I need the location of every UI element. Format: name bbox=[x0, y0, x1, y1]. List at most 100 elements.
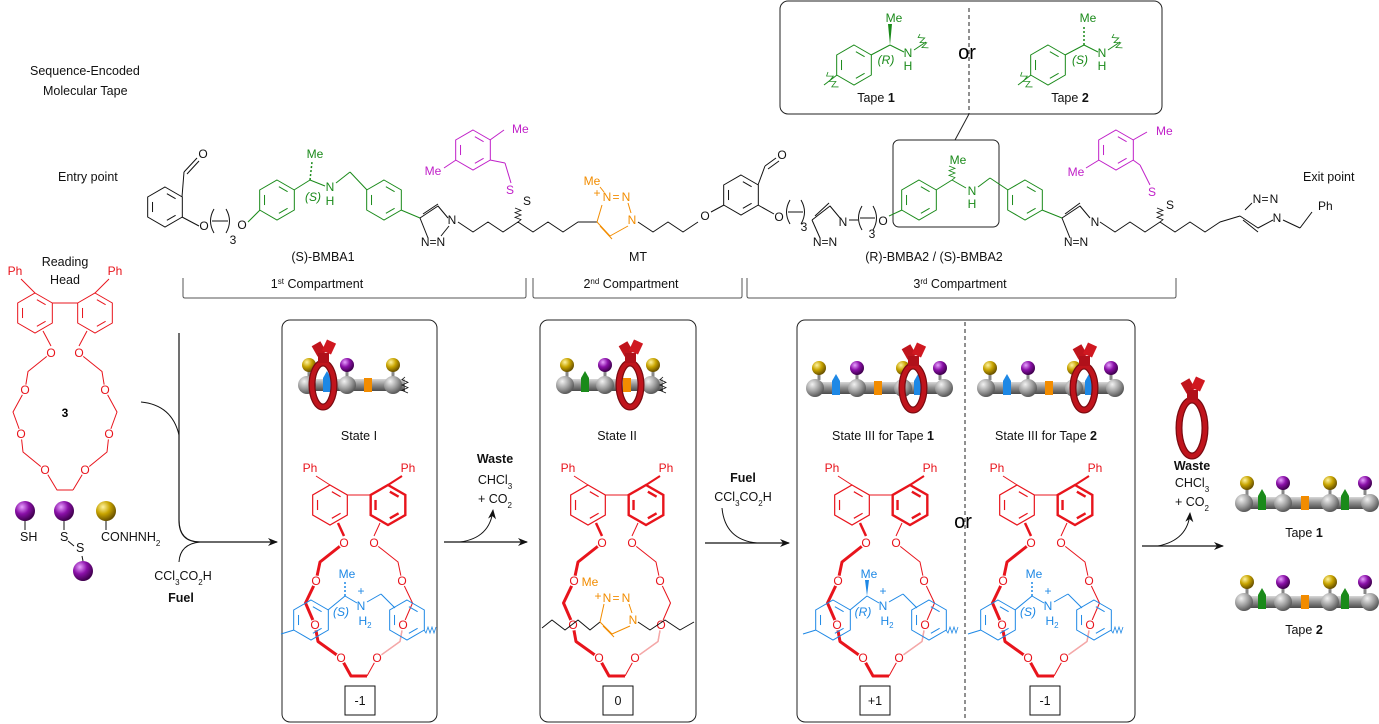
atom-label: S bbox=[523, 194, 531, 208]
bond-chain bbox=[811, 205, 841, 221]
atom-label: Ph bbox=[303, 461, 318, 475]
bond-chain bbox=[596, 221, 629, 237]
bond bbox=[96, 320, 106, 327]
bond bbox=[1117, 157, 1127, 164]
compartment-bracket-1 bbox=[182, 278, 527, 299]
bond bbox=[474, 136, 484, 143]
bond-chain bbox=[1239, 215, 1274, 229]
product-tape-2-label: Tape 2 bbox=[1285, 623, 1323, 637]
atom-label: Ph bbox=[108, 264, 123, 278]
axle-sphere bbox=[1361, 593, 1379, 611]
bond-chain bbox=[541, 619, 601, 631]
product-tape-1-label: Tape 1 bbox=[1285, 526, 1323, 540]
benzene-ring bbox=[911, 599, 947, 641]
atom-label: + bbox=[879, 584, 886, 598]
state-3b-charge-box bbox=[1029, 685, 1061, 716]
atom-label: N bbox=[448, 213, 457, 227]
bond bbox=[1049, 72, 1059, 79]
close-paren bbox=[225, 208, 230, 234]
atom-bg bbox=[1055, 537, 1067, 549]
atom-label: O bbox=[594, 651, 603, 665]
binding-site-band bbox=[581, 378, 589, 392]
fuel-label-2: Fuel bbox=[730, 471, 756, 485]
binding-site-bump bbox=[1341, 588, 1349, 595]
atom-bg bbox=[568, 575, 580, 587]
atom-label: Ph bbox=[401, 461, 416, 475]
thiol-ball bbox=[1358, 575, 1372, 589]
bond bbox=[280, 629, 295, 635]
atom-label: H2 bbox=[880, 614, 894, 630]
bond bbox=[967, 629, 982, 635]
fuel-acid-1: CCl3CO2H bbox=[154, 569, 212, 587]
atom-label: O bbox=[311, 574, 320, 588]
atom-bg bbox=[79, 464, 91, 476]
close-paren bbox=[800, 199, 805, 225]
atom-label: O bbox=[1026, 536, 1035, 550]
ring-crown-block bbox=[1180, 378, 1196, 394]
atom-label: O bbox=[372, 651, 381, 665]
state-2-box bbox=[539, 319, 697, 723]
state-3a-charge-box bbox=[859, 685, 891, 716]
state-3b-label: State III for Tape 2 bbox=[995, 429, 1097, 443]
bond bbox=[20, 278, 36, 294]
atom-bg bbox=[626, 537, 638, 549]
repeat-subscript: 3 bbox=[801, 220, 808, 234]
ring-crown-block bbox=[1190, 376, 1206, 392]
bond bbox=[849, 595, 868, 611]
wavy-bond bbox=[1155, 207, 1165, 223]
segment-label-mt: MT bbox=[629, 250, 647, 264]
bond bbox=[36, 299, 46, 306]
reading-head-line-2: Head bbox=[50, 273, 80, 287]
ring-crown-block bbox=[625, 353, 636, 363]
atom-label: N bbox=[629, 613, 638, 627]
compound-number: 3 bbox=[62, 406, 69, 420]
atom-label: Me bbox=[584, 174, 601, 188]
bond bbox=[911, 490, 922, 498]
atom-bg bbox=[593, 652, 605, 664]
bond bbox=[489, 159, 506, 164]
bond bbox=[1026, 186, 1036, 193]
binding-site-band bbox=[364, 378, 372, 392]
bond bbox=[742, 181, 752, 188]
bond-chain bbox=[457, 221, 597, 233]
entry-point-label: Entry point bbox=[58, 170, 118, 184]
binding-site-band bbox=[1258, 496, 1266, 510]
atom-bg bbox=[918, 575, 930, 587]
bond bbox=[645, 475, 661, 486]
bond bbox=[834, 606, 844, 613]
atom-label: O bbox=[310, 618, 319, 632]
atom-label: O bbox=[237, 218, 246, 232]
atom-label: O bbox=[878, 214, 887, 228]
bond bbox=[293, 179, 311, 191]
binding-site-band bbox=[874, 381, 882, 395]
bond bbox=[589, 491, 599, 498]
inset-tape-1-label: Tape 1 bbox=[857, 91, 895, 105]
bond bbox=[1031, 595, 1045, 604]
bond bbox=[312, 627, 322, 634]
atom-label: N bbox=[1044, 599, 1053, 613]
atom-bg bbox=[368, 537, 380, 549]
reading-head-line-1: Reading bbox=[42, 255, 89, 269]
bond bbox=[930, 606, 940, 613]
atom-label: S bbox=[1166, 198, 1174, 212]
axle-sphere bbox=[1274, 593, 1292, 611]
ring-crown-block bbox=[1187, 390, 1198, 400]
bond bbox=[166, 214, 176, 221]
bond bbox=[757, 204, 775, 215]
bond bbox=[349, 171, 368, 191]
waste-release-curve-1 bbox=[459, 509, 497, 543]
waste-label-1: Waste bbox=[477, 452, 513, 466]
bond bbox=[1095, 627, 1105, 634]
atom-label: O bbox=[336, 651, 345, 665]
atom-label: O bbox=[1059, 651, 1068, 665]
aldehyde-oxygen: O bbox=[198, 147, 207, 161]
wavy-bond bbox=[659, 376, 667, 394]
atom-label: H bbox=[326, 194, 335, 208]
bond-chain bbox=[634, 624, 662, 659]
atom-bg bbox=[1083, 575, 1095, 587]
atom-label: O bbox=[46, 346, 55, 360]
fuel-acid-2: CCl3CO2H bbox=[714, 490, 772, 508]
atom-label: O bbox=[1056, 536, 1065, 550]
